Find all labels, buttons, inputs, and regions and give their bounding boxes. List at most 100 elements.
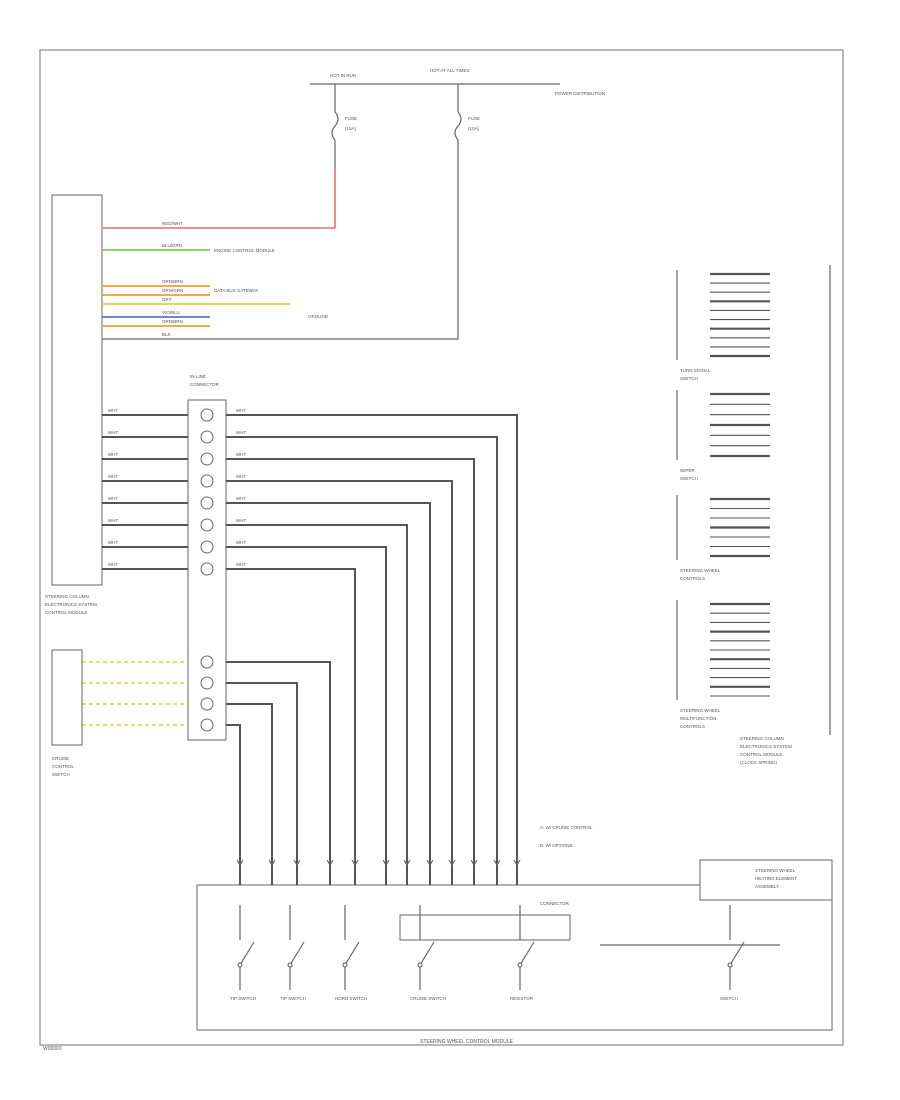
right-block-title: STEERING WHEEL (680, 568, 721, 573)
wire-label-3: ORN/BRN (162, 279, 183, 284)
bus-wire-label: WHT (108, 452, 118, 457)
bottom-switch-blade (344, 941, 360, 966)
heating-element-box (699, 859, 833, 901)
bus-wire-label: WHT (236, 518, 246, 523)
right-note-3: CONTROL MODULE (740, 752, 782, 757)
legend-b: B: W/ OPTIONS (540, 843, 573, 848)
left-module-title-2: ELECTRONICS SYSTEM (45, 602, 97, 607)
switch-wire-right (226, 703, 273, 885)
bottom-right-note-3: ASSEMBLY (755, 884, 779, 889)
bus-wire-label: WHT (108, 474, 118, 479)
bus-wire-arrow (448, 859, 456, 867)
wire-label-1: RED/WHT (162, 221, 183, 226)
right-block-title: CONTROLS (680, 724, 705, 729)
right-note-2: ELECTRONICS SYSTEM (740, 744, 792, 749)
bus-wire-label: WHT (236, 452, 246, 457)
right-block-title: TURN SIGNAL (680, 368, 711, 373)
bottom-switch-label: RESISTOR (510, 996, 534, 1001)
right-block-title: SWITCH (680, 476, 698, 481)
bottom-switch-contact (342, 962, 348, 968)
dest-gateway: DATA BUS GATEWAY (214, 288, 259, 293)
bus-wire-label: WHT (108, 562, 118, 567)
bottom-switch-blade (419, 941, 435, 966)
hot-at-all-times-label: HOT AT ALL TIMES (430, 68, 470, 73)
bus-wire-right (226, 524, 408, 885)
bus-wire-right (226, 568, 356, 885)
connector-pin (200, 452, 214, 466)
wire-red-white (102, 170, 336, 229)
left-control-module (51, 194, 103, 586)
connector-pin (200, 518, 214, 532)
bus-wire-arrow (426, 859, 434, 867)
bus-wire-label: WHT (236, 408, 246, 413)
bus-wire-right (226, 546, 387, 885)
wire-label-7: ORN/BRN (162, 319, 183, 324)
dest-ground: GROUND (308, 314, 329, 319)
fuse-right-label: FUSE (468, 116, 480, 121)
bottom-switch-label: TIP SWITCH (280, 996, 306, 1001)
bottom-switch-blade (729, 941, 745, 966)
legend-a: A: W/ CRUISE CONTROL (540, 825, 593, 830)
bottom-right-note-2: HEATING ELEMENT (755, 876, 797, 881)
cruise-switch-label-3: SWITCH (52, 772, 70, 777)
bottom-switch-label: TIP SWITCH (230, 996, 256, 1001)
right-block-title: MULTIFUNCTION (680, 716, 716, 721)
fuse-right-rating: (10A) (468, 126, 480, 131)
bus-wire-label: WHT (236, 430, 246, 435)
bottom-right-note-1: STEERING WHEEL (755, 868, 796, 873)
switch-wire-right (226, 661, 331, 885)
fuse-left-rating: (15A) (345, 126, 357, 131)
right-block-title: WIPER (680, 468, 696, 473)
bus-wire-label: WHT (236, 540, 246, 545)
fuse-left-symbol (331, 111, 339, 141)
bottom-switch-blade (289, 941, 305, 966)
bottom-module-label: STEERING WHEEL CONTROL MODULE (420, 1039, 514, 1045)
bus-wire-label: WHT (108, 540, 118, 545)
bus-wire-label: WHT (108, 496, 118, 501)
cruise-switch-module (51, 649, 83, 746)
steering-wheel-module (196, 884, 833, 1031)
left-module-title-3: CONTROL MODULE (45, 610, 87, 615)
bus-wire-label: WHT (108, 408, 118, 413)
page-code: W00000 (43, 1046, 62, 1052)
fuse-right-symbol (454, 111, 462, 141)
bus-wire-label: WHT (108, 430, 118, 435)
bus-wire-label: WHT (236, 562, 246, 567)
connector-note: CONNECTOR (540, 901, 570, 906)
bottom-switch-contact (237, 962, 243, 968)
switch-wire-right (226, 682, 298, 885)
fuse-left-label: FUSE (345, 116, 357, 121)
connector-pin (200, 676, 214, 690)
wire-black (102, 170, 459, 340)
bottom-switch-blade (239, 941, 255, 966)
bus-wire-arrow (382, 859, 390, 867)
bus-wire-label: WHT (236, 474, 246, 479)
connector-pin (200, 697, 214, 711)
bus-wire-arrow (513, 859, 521, 867)
switch-wire-arrow (236, 859, 244, 867)
switch-wire-arrow (293, 859, 301, 867)
connector-pin (200, 718, 214, 732)
bus-wire-right (226, 480, 453, 885)
bus-wire-arrow (470, 859, 478, 867)
right-note-1: STEERING COLUMN (740, 736, 784, 741)
bus-wire-right (226, 502, 431, 885)
right-block-title: CONTROLS (680, 576, 705, 581)
bus-wire-label: WHT (108, 518, 118, 523)
bottom-switch-contact (287, 962, 293, 968)
diagram-frame (39, 49, 844, 1046)
right-block-title: SWITCH (680, 376, 698, 381)
switch-wires (82, 655, 334, 885)
switch-wire-right (226, 724, 241, 885)
connector-pin (200, 408, 214, 422)
power-distribution-label: POWER DISTRIBUTION (555, 91, 605, 96)
bottom-switch-label: CRUISE SWITCH (410, 996, 446, 1001)
connector-pin (200, 496, 214, 510)
connector-pin (200, 562, 214, 576)
bus-wire-label: WHT (236, 496, 246, 501)
cruise-switch-label-1: CRUISE (52, 756, 69, 761)
wire-label-8: BLK (162, 332, 171, 337)
bus-wire-right (226, 436, 498, 885)
